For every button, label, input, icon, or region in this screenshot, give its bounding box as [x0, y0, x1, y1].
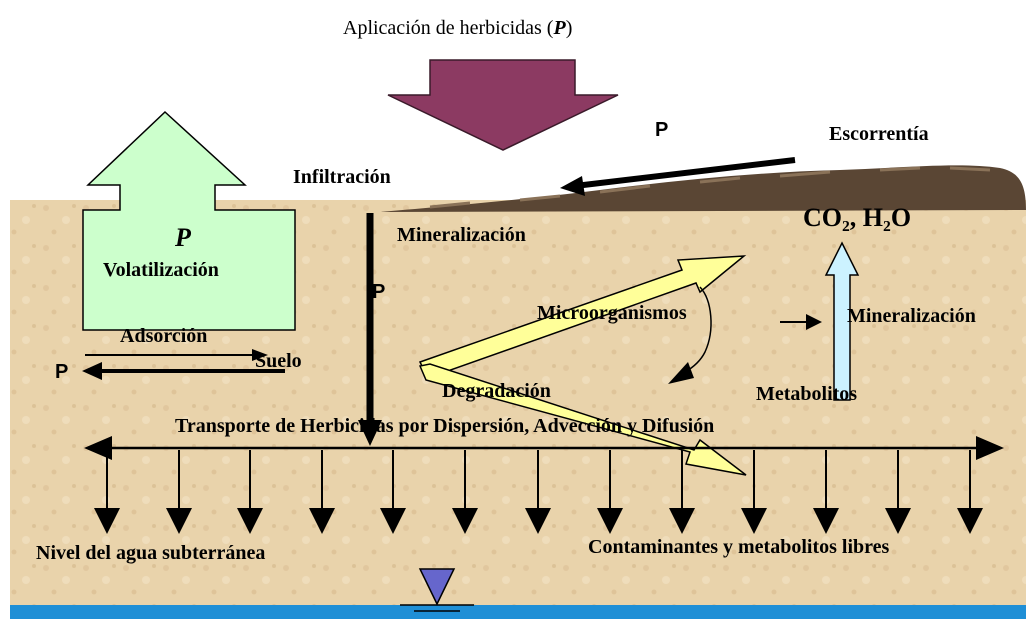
water-table-icon — [418, 568, 456, 606]
transporte-label: Transporte de Herbicidas por Dispersión,… — [175, 415, 714, 437]
infiltracion-label: Infiltración — [293, 166, 391, 188]
dispersion-arrowhead — [237, 508, 263, 534]
volatilization-arrow — [82, 110, 296, 331]
degradation-arrow-down — [418, 363, 747, 476]
dispersion-arrowhead — [452, 508, 478, 534]
dispersion-arrowhead — [597, 508, 623, 534]
mineralization-small-arrowhead — [806, 314, 822, 330]
dispersion-arrowhead — [957, 508, 983, 534]
soil-surface-band — [380, 165, 1026, 212]
adsorcion-label: Adsorción — [120, 325, 207, 347]
title-label: Aplicación de herbicidas (P) — [343, 17, 572, 39]
dispersion-arrowhead — [309, 508, 335, 534]
groundwater-line — [10, 605, 1026, 619]
dispersion-arrowhead — [525, 508, 551, 534]
escorrentia-label: Escorrentía — [829, 123, 929, 145]
transport-arrowhead-right — [976, 436, 1004, 460]
mineralizacion-right-label: Mineralización — [847, 305, 976, 327]
suelo-label: Suelo — [255, 350, 302, 372]
co2-label: CO₂, H₂O — [803, 203, 911, 232]
microorganisms-curve — [684, 286, 712, 373]
metabolitos-label: Metabolitos — [756, 383, 857, 405]
dispersion-arrowhead — [380, 508, 406, 534]
volatilizacion-label: Volatilización — [103, 259, 219, 281]
dispersion-arrowhead — [669, 508, 695, 534]
microorganisms-curve-head — [668, 362, 694, 384]
runoff-arrowhead — [560, 176, 585, 196]
infiltration-arrowhead — [358, 420, 382, 446]
runoff-arrow — [574, 157, 796, 189]
escorrentia-p: P — [655, 119, 668, 141]
title-symbol: P — [552, 17, 566, 39]
co2-arrow — [824, 241, 860, 401]
adsorption-arrowhead-right — [252, 349, 268, 361]
nivel-label: Nivel del agua subterránea — [36, 542, 265, 564]
soil-surface-grain — [429, 166, 991, 209]
microorganismos-label: Microorganismos — [537, 302, 687, 324]
volatilizacion-p: P — [174, 223, 192, 252]
application-arrow — [387, 59, 619, 151]
dispersion-arrows — [94, 450, 983, 534]
dispersion-arrowhead — [166, 508, 192, 534]
dispersion-arrowhead — [741, 508, 767, 534]
contaminantes-label: Contaminantes y metabolitos libres — [588, 536, 890, 558]
dispersion-arrowhead — [94, 508, 120, 534]
degradation-arrow-up — [418, 255, 747, 379]
transport-arrowhead-left — [84, 436, 112, 460]
degradacion-label: Degradación — [442, 380, 551, 402]
infiltracion-p: P — [372, 281, 385, 303]
dispersion-arrowhead — [813, 508, 839, 534]
adsorption-arrowhead-left — [82, 362, 102, 380]
adsorcion-p: P — [55, 361, 68, 383]
dispersion-arrowhead — [885, 508, 911, 534]
mineralizacion-top-label: Mineralización — [397, 224, 526, 246]
